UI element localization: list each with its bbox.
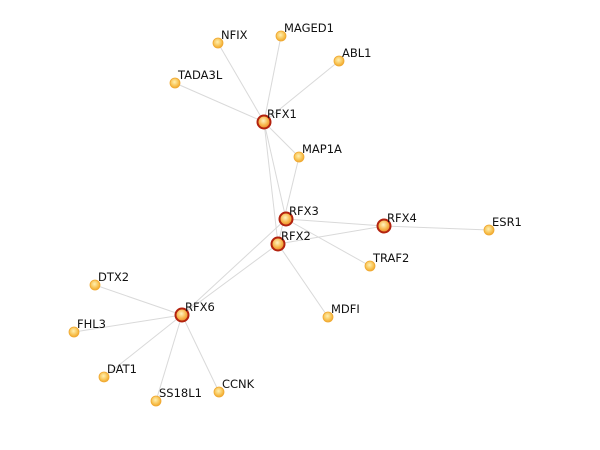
- edge-rfx1-abl1: [263, 60, 340, 123]
- edge-rfx6-fhl3: [73, 314, 183, 333]
- node-circle[interactable]: [278, 211, 294, 227]
- edge-rfx2-rfx4: [277, 225, 385, 245]
- node-circle[interactable]: [483, 224, 495, 236]
- node-tada3l[interactable]: TADA3L: [169, 68, 223, 89]
- node-label: RFX6: [185, 300, 215, 314]
- node-label: RFX3: [289, 204, 319, 218]
- edge-rfx6-dtx2: [94, 284, 183, 316]
- node-label: TRAF2: [372, 251, 409, 265]
- node-label: CCNK: [222, 377, 255, 391]
- node-label: SS18L1: [159, 386, 202, 400]
- node-label: NFIX: [221, 28, 248, 42]
- node-nfix[interactable]: NFIX: [212, 28, 248, 49]
- node-label: ESR1: [492, 215, 522, 229]
- edge-rfx6-dat1: [103, 314, 183, 378]
- node-circle[interactable]: [364, 260, 376, 272]
- node-abl1[interactable]: ABL1: [333, 46, 371, 67]
- node-rfx6[interactable]: RFX6: [174, 300, 215, 323]
- edge-rfx2-mdfi: [277, 243, 329, 318]
- node-dat1[interactable]: DAT1: [98, 362, 137, 383]
- edge-rfx1-map1a: [263, 121, 300, 158]
- node-rfx2[interactable]: RFX2: [270, 229, 311, 252]
- node-ccnk[interactable]: CCNK: [213, 377, 255, 398]
- edge-rfx6-rfx2: [181, 243, 279, 316]
- node-circle[interactable]: [275, 30, 287, 42]
- node-label: RFX4: [387, 211, 417, 225]
- node-label: MAP1A: [302, 142, 342, 156]
- node-circle[interactable]: [293, 151, 305, 163]
- edge-rfx4-esr1: [383, 225, 490, 231]
- node-fhl3[interactable]: FHL3: [68, 317, 106, 338]
- node-label: RFX2: [281, 229, 311, 243]
- node-circle[interactable]: [169, 77, 181, 89]
- edge-rfx3-rfx4: [285, 218, 385, 227]
- edges-layer: [73, 35, 490, 402]
- node-label: ABL1: [342, 46, 371, 60]
- node-circle[interactable]: [213, 386, 225, 398]
- node-circle[interactable]: [68, 326, 80, 338]
- node-circle[interactable]: [333, 55, 345, 67]
- node-traf2[interactable]: TRAF2: [364, 251, 409, 272]
- node-mdfi[interactable]: MDFI: [322, 302, 360, 323]
- node-rfx3[interactable]: RFX3: [278, 204, 319, 227]
- edge-rfx1-nfix: [217, 42, 265, 123]
- node-label: TADA3L: [177, 68, 223, 82]
- node-circle[interactable]: [89, 279, 101, 291]
- edge-rfx6-rfx3: [181, 218, 287, 316]
- edge-rfx1-maged1: [263, 35, 282, 123]
- node-circle[interactable]: [256, 114, 272, 130]
- edge-rfx1-rfx2: [263, 121, 279, 245]
- node-rfx4[interactable]: RFX4: [376, 211, 417, 234]
- edge-rfx6-ccnk: [181, 314, 220, 393]
- edge-rfx1-tada3l: [174, 82, 265, 123]
- node-map1a[interactable]: MAP1A: [293, 142, 342, 163]
- edge-rfx3-traf2: [285, 218, 371, 267]
- node-label: DAT1: [107, 362, 137, 376]
- edge-rfx1-rfx3: [263, 121, 287, 220]
- node-label: MAGED1: [284, 21, 334, 35]
- node-circle[interactable]: [270, 236, 286, 252]
- node-circle[interactable]: [322, 311, 334, 323]
- node-circle[interactable]: [376, 218, 392, 234]
- node-label: DTX2: [98, 270, 129, 284]
- node-maged1[interactable]: MAGED1: [275, 21, 334, 42]
- node-circle[interactable]: [212, 37, 224, 49]
- node-label: FHL3: [77, 317, 106, 331]
- edge-map1a-rfx2: [277, 156, 300, 245]
- node-circle[interactable]: [174, 307, 190, 323]
- node-circle[interactable]: [150, 395, 162, 407]
- node-circle[interactable]: [98, 371, 110, 383]
- node-ss18l1[interactable]: SS18L1: [150, 386, 202, 407]
- edge-rfx6-ss18l1: [155, 314, 183, 402]
- node-label: MDFI: [331, 302, 360, 316]
- node-dtx2[interactable]: DTX2: [89, 270, 129, 291]
- node-esr1[interactable]: ESR1: [483, 215, 522, 236]
- node-rfx1[interactable]: RFX1: [256, 107, 297, 130]
- node-label: RFX1: [267, 107, 297, 121]
